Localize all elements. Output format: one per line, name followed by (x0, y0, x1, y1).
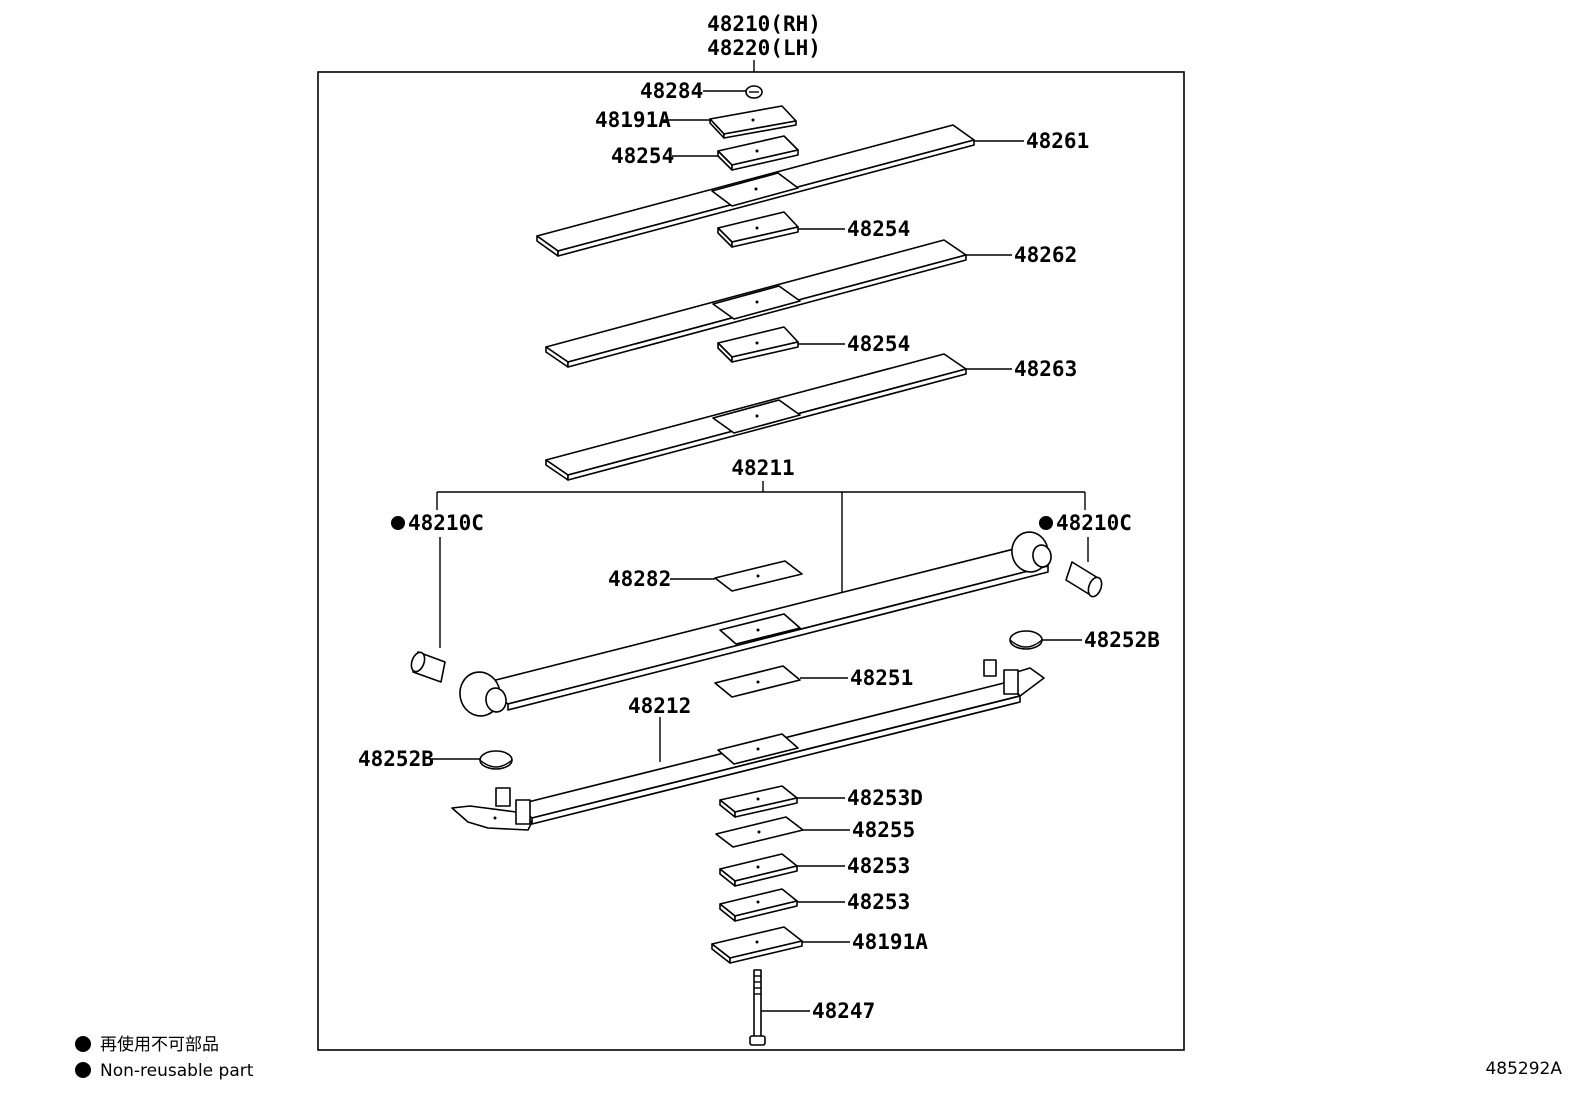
part-48210C-bushing-right[interactable] (1065, 561, 1104, 598)
label-48251: 48251 (850, 666, 913, 690)
part-48211-main-leaf[interactable] (456, 529, 1052, 719)
part-48253-spacer-a[interactable] (719, 853, 798, 887)
label-48255: 48255 (852, 818, 915, 842)
part-48261-leaf[interactable] (536, 124, 975, 257)
part-48191A-top-plate[interactable] (709, 105, 797, 139)
part-48210C-bushing-left[interactable] (409, 651, 446, 683)
label-48254-b: 48254 (847, 217, 910, 241)
label-48261: 48261 (1026, 129, 1089, 153)
part-48253-spacer-b[interactable] (719, 888, 798, 922)
non-reusable-dot-right (1039, 516, 1053, 530)
legend-english: Non-reusable part (100, 1061, 254, 1081)
assembly-title-rh: 48210(RH) (707, 12, 821, 36)
part-48262-leaf[interactable] (545, 239, 967, 368)
label-48191A-top: 48191A (595, 108, 671, 132)
label-48262: 48262 (1014, 243, 1077, 267)
label-48210C-right: 48210C (1056, 511, 1132, 535)
label-48253-b: 48253 (847, 890, 910, 914)
non-reusable-dot-left (391, 516, 405, 530)
legend-dot-japanese (75, 1036, 91, 1052)
part-48191A-bottom-plate[interactable] (711, 926, 803, 964)
part-48282-plate[interactable] (714, 560, 803, 592)
label-48254-c: 48254 (847, 332, 910, 356)
assembly-title-lh: 48220(LH) (707, 36, 821, 60)
label-48212: 48212 (628, 694, 691, 718)
label-48282: 48282 (608, 567, 671, 591)
part-48252B-cap-right[interactable] (1009, 630, 1043, 650)
label-48191A-bottom: 48191A (852, 930, 928, 954)
part-48284-nut[interactable] (745, 85, 763, 99)
part-48212-helper-leaf[interactable] (451, 659, 1045, 831)
label-48210C-left: 48210C (408, 511, 484, 535)
label-48284: 48284 (640, 79, 703, 103)
part-48252B-cap-left[interactable] (479, 750, 513, 770)
part-48247-center-bolt[interactable] (749, 969, 766, 1046)
label-48252B-left: 48252B (358, 747, 434, 771)
part-48254-clip-b[interactable] (717, 211, 799, 248)
legend-japanese: 再使用不可部品 (100, 1034, 219, 1055)
part-48253D-spacer[interactable] (719, 785, 798, 818)
label-48254-a: 48254 (611, 144, 674, 168)
legend-dot-english (75, 1062, 91, 1078)
part-48254-clip-a[interactable] (717, 135, 799, 171)
label-48211: 48211 (731, 456, 794, 480)
label-48263: 48263 (1014, 357, 1077, 381)
diagram-frame (317, 71, 1185, 1051)
illustration-code: 485292A (1485, 1059, 1562, 1079)
label-48247: 48247 (812, 999, 875, 1023)
part-48255-spacer[interactable] (715, 816, 804, 848)
label-48253D: 48253D (847, 786, 923, 810)
part-48254-clip-c[interactable] (717, 326, 799, 363)
part-48251-plate[interactable] (714, 665, 801, 698)
label-48253-a: 48253 (847, 854, 910, 878)
label-48252B-right: 48252B (1084, 628, 1160, 652)
